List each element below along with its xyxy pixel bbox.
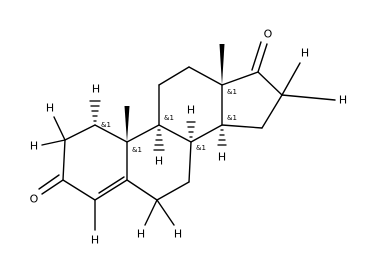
bond-c7-c8 <box>188 141 192 183</box>
bond-c9-c10 <box>126 124 160 143</box>
c1-hashed-h-bond <box>89 100 101 122</box>
bond-c13-c17 <box>221 71 259 86</box>
c16-hydrogen-top-label: H <box>301 47 309 60</box>
c17-oxygen-label: O <box>264 28 273 41</box>
bond-c6-h-left <box>144 199 158 226</box>
c14-hydrogen-label: H <box>218 151 226 164</box>
bond-c17-o-double-inner <box>251 41 262 71</box>
bond-c8-c9 <box>158 124 192 143</box>
bond-c2-h-top <box>53 116 66 141</box>
bond-c5-c6 <box>126 179 158 201</box>
c9-hashed-h-bond <box>153 129 165 151</box>
bond-c3-o-double-inner <box>38 174 60 190</box>
hashed-bonds <box>89 100 227 151</box>
bond-c17-o-double <box>257 43 268 73</box>
c1-hydrogen-label: H <box>92 83 100 96</box>
bond-c17-c16 <box>257 71 283 96</box>
c8-hashed-h-bond <box>186 121 196 138</box>
c10-methyl-wedge <box>124 106 130 142</box>
bond-c16-h-top <box>281 62 301 96</box>
c8-hydrogen-label: H <box>187 104 195 117</box>
c1-stereo-label: &1 <box>101 121 111 129</box>
bonds <box>38 41 336 231</box>
bond-c10-c1 <box>94 124 128 143</box>
c14-hashed-h-bond <box>217 129 227 146</box>
bond-c2-c3 <box>62 139 66 181</box>
c4-hydrogen-label: H <box>91 234 99 247</box>
bond-c3-o-double <box>41 179 64 195</box>
bond-c6-h-right <box>156 199 175 226</box>
stereo-descriptors: &1 &1 &1 &1 &1 &1 <box>101 88 237 154</box>
bond-c16-c15 <box>261 94 283 129</box>
atom-labels: H H H O H H H H H H O H H <box>30 28 347 247</box>
bond-c15-c14 <box>221 124 263 129</box>
c9-hydrogen-label: H <box>155 155 163 168</box>
bond-c4-c5-double <box>94 179 128 201</box>
bond-c3-c4 <box>62 179 96 201</box>
c13-stereo-label: &1 <box>227 88 237 96</box>
c3-oxygen-label: O <box>30 193 39 206</box>
c2-hydrogen-left-label: H <box>30 140 38 153</box>
bond-c16-h-right <box>281 94 336 101</box>
wedge-bonds <box>124 44 225 142</box>
c9-stereo-label: &1 <box>164 114 174 122</box>
bond-c1-c2 <box>64 124 96 141</box>
c10-stereo-label: &1 <box>132 146 142 154</box>
c6-hydrogen-left-label: H <box>137 228 145 241</box>
c14-stereo-label: &1 <box>227 114 237 122</box>
bond-c6-c7 <box>156 181 190 201</box>
bond-c2-h-left <box>41 139 66 146</box>
c16-hydrogen-right-label: H <box>339 94 347 107</box>
bond-c11-c12 <box>158 66 190 86</box>
c2-hydrogen-top-label: H <box>46 102 54 115</box>
c6-hydrogen-right-label: H <box>174 228 182 241</box>
bond-c14-c8 <box>190 124 223 143</box>
c13-methyl-wedge <box>219 44 225 85</box>
bond-c4-c5-double-inner <box>98 176 125 194</box>
c8-stereo-label: &1 <box>196 144 206 152</box>
bond-c12-c13 <box>188 66 223 86</box>
